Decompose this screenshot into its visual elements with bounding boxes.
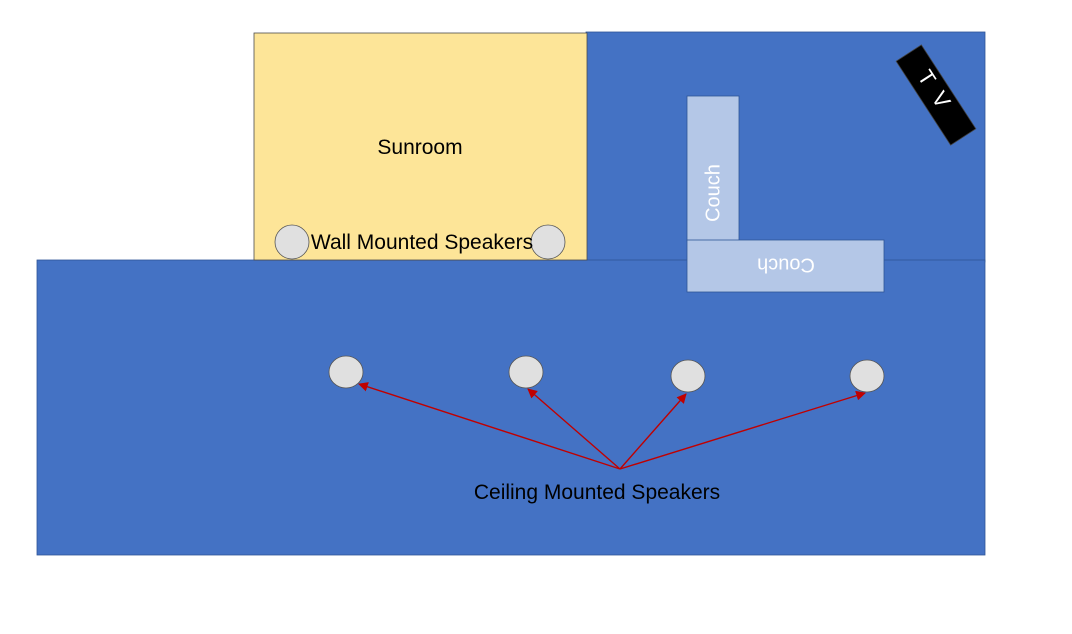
- arrow-to-ceiling-speaker-2: [527, 388, 621, 470]
- wall-speakers-label: Wall Mounted Speakers: [311, 231, 533, 254]
- tv-screen: [895, 44, 977, 146]
- couch-horizontal-label: Couch: [757, 254, 815, 276]
- ceiling-speakers-label: Ceiling Mounted Speakers: [474, 481, 720, 504]
- ceiling-speaker-1: [328, 355, 364, 389]
- couch-vertical-label: Couch: [702, 164, 724, 222]
- arrow-to-ceiling-speaker-1: [358, 382, 621, 470]
- wall-speaker-right: [530, 224, 566, 260]
- arrow-to-ceiling-speaker-3: [619, 393, 687, 470]
- arrow-to-ceiling-speaker-4: [619, 390, 866, 470]
- ceiling-speaker-4: [849, 359, 885, 393]
- main-room-region: [36, 259, 986, 556]
- couch-horizontal: [686, 239, 885, 293]
- couch-vertical: [686, 95, 740, 242]
- sunroom-label: Sunroom: [377, 136, 462, 159]
- ceiling-speaker-3: [670, 359, 706, 393]
- ceiling-speaker-2: [508, 355, 544, 389]
- wall-speaker-left: [274, 224, 310, 260]
- sunroom-region: [253, 32, 588, 261]
